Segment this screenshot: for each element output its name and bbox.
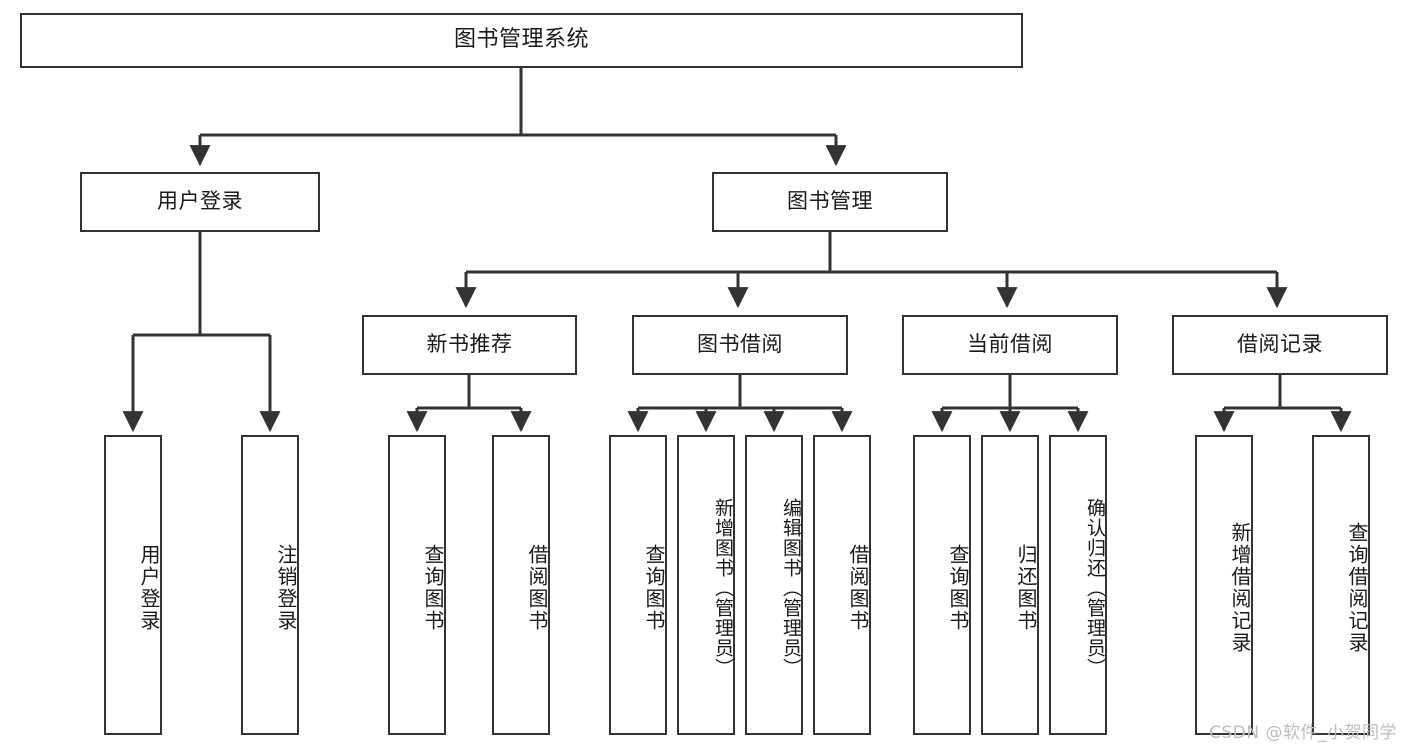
- leaf-user-login-logout[interactable]: 注销登录: [241, 435, 299, 735]
- leaf-current-borrow-query-books[interactable]: 查询图书: [913, 435, 971, 735]
- node-book-borrow[interactable]: 图书借阅: [632, 315, 848, 375]
- node-borrow-records[interactable]: 借阅记录: [1172, 315, 1388, 375]
- leaf-book-borrow-add-book-admin[interactable]: 新增图书（管理员）: [677, 435, 735, 735]
- node-root-book-management-system[interactable]: 图书管理系统: [20, 13, 1023, 68]
- leaf-book-borrow-borrow-books[interactable]: 借阅图书: [813, 435, 871, 735]
- leaf-new-book-borrow-books[interactable]: 借阅图书: [492, 435, 550, 735]
- node-book-management[interactable]: 图书管理: [712, 172, 948, 232]
- leaf-book-borrow-edit-book-admin[interactable]: 编辑图书（管理员）: [745, 435, 803, 735]
- leaf-current-borrow-return-books[interactable]: 归还图书: [981, 435, 1039, 735]
- csdn-watermark: CSDN @软件_小贺同学: [1209, 723, 1397, 743]
- leaf-book-borrow-query-books[interactable]: 查询图书: [609, 435, 667, 735]
- leaf-user-login-login[interactable]: 用户登录: [104, 435, 162, 735]
- node-current-borrow[interactable]: 当前借阅: [902, 315, 1118, 375]
- leaf-new-book-query-books[interactable]: 查询图书: [388, 435, 446, 735]
- leaf-borrow-records-query-record[interactable]: 查询借阅记录: [1312, 435, 1370, 735]
- leaf-borrow-records-add-record[interactable]: 新增借阅记录: [1195, 435, 1253, 735]
- node-user-login[interactable]: 用户登录: [80, 172, 320, 232]
- node-new-book-recommend[interactable]: 新书推荐: [362, 315, 577, 375]
- leaf-current-borrow-confirm-return-admin[interactable]: 确认归还（管理员）: [1049, 435, 1107, 735]
